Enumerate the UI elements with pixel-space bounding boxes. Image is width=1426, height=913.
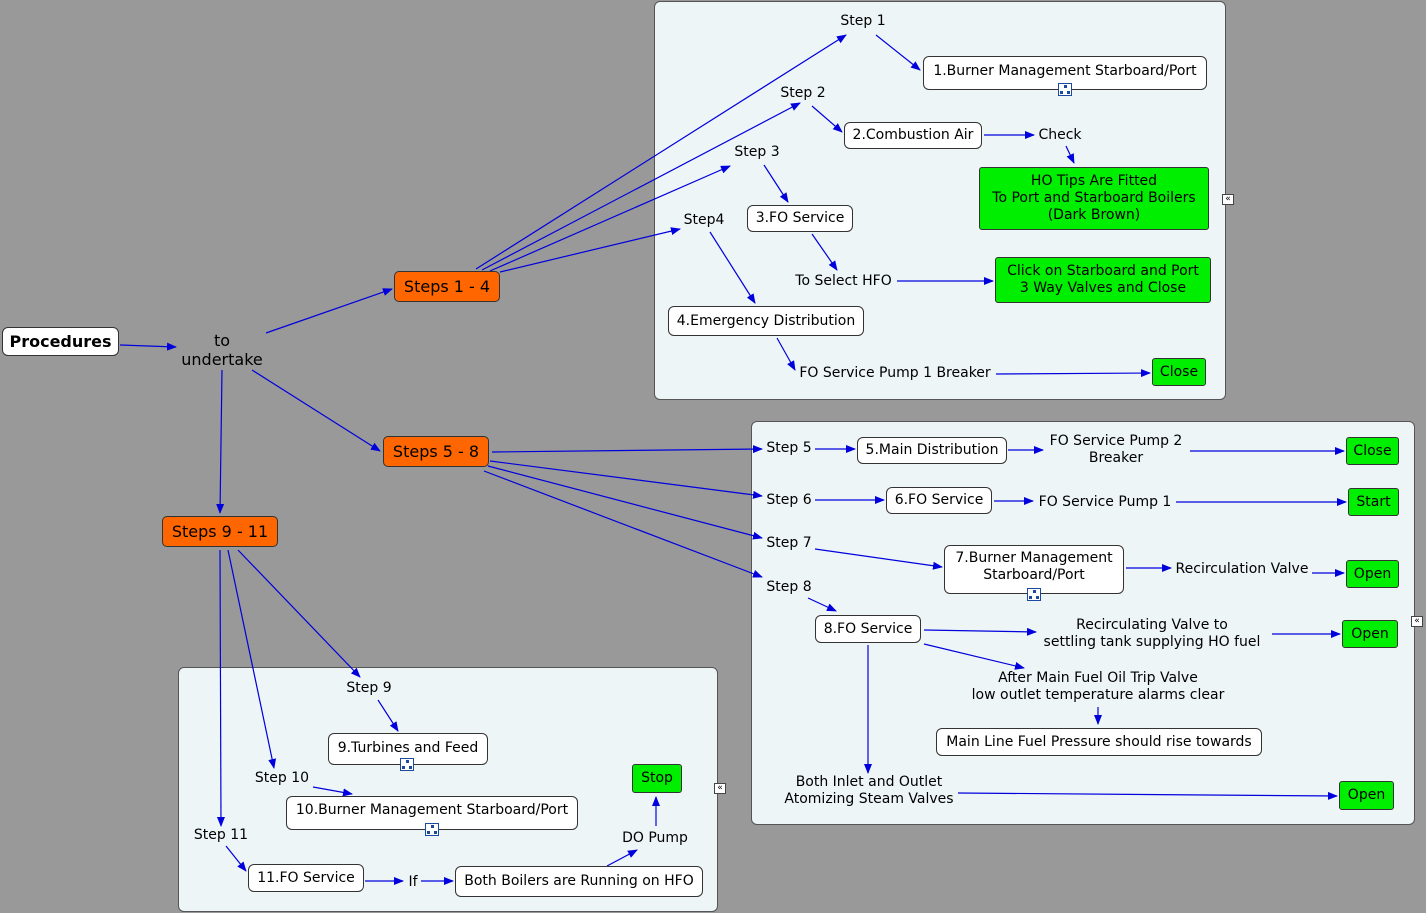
close-1-node[interactable]: Close bbox=[1152, 358, 1206, 386]
burner-management-7-node[interactable]: 7.Burner Management Starboard/Port bbox=[944, 545, 1124, 594]
do-pump-label: DO Pump bbox=[622, 829, 688, 846]
step-10-label: Step 10 bbox=[254, 769, 310, 786]
both-boilers-node[interactable]: Both Boilers are Running on HFO bbox=[455, 866, 703, 897]
atomizing-steam-label: Both Inlet and Outlet Atomizing Steam Va… bbox=[784, 774, 954, 807]
click-starboard-node[interactable]: Click on Starboard and Port 3 Way Valves… bbox=[995, 257, 1211, 303]
ho-tips-node[interactable]: HO Tips Are Fitted To Port and Starboard… bbox=[979, 167, 1209, 230]
fo-pump-1-label: FO Service Pump 1 bbox=[1038, 493, 1172, 510]
step-8-label: Step 8 bbox=[766, 578, 812, 595]
combustion-air-node[interactable]: 2.Combustion Air bbox=[844, 122, 982, 149]
fo-service-8-node[interactable]: 8.FO Service bbox=[815, 615, 921, 643]
check-label: Check bbox=[1038, 126, 1082, 143]
to-undertake-label: to undertake bbox=[181, 331, 263, 369]
fo-service-11-node[interactable]: 11.FO Service bbox=[248, 864, 364, 892]
link-steps58-step6 bbox=[489, 460, 763, 499]
main-line-pressure-node[interactable]: Main Line Fuel Pressure should rise towa… bbox=[936, 728, 1262, 756]
link-steps14-step4 bbox=[499, 227, 681, 273]
emergency-distribution-node[interactable]: 4.Emergency Distribution bbox=[668, 306, 864, 336]
link-steps58-step7 bbox=[487, 465, 763, 540]
recirculating-valve-settling-label: Recirculating Valve to settling tank sup… bbox=[1043, 617, 1261, 650]
link-undertake-steps14 bbox=[265, 288, 393, 334]
fo-pump-2-breaker-label: FO Service Pump 2 Breaker bbox=[1049, 433, 1183, 466]
stop-node[interactable]: Stop bbox=[632, 764, 682, 793]
recirculation-valve-label: Recirculation Valve bbox=[1175, 560, 1309, 577]
collapse-icon-1[interactable]: « bbox=[1222, 194, 1234, 205]
steps-9-11-node[interactable]: Steps 9 - 11 bbox=[162, 516, 278, 547]
map-link-icon[interactable] bbox=[425, 823, 439, 836]
link-procedures-undertake bbox=[119, 342, 177, 351]
start-node[interactable]: Start bbox=[1348, 488, 1399, 516]
open-2-node[interactable]: Open bbox=[1342, 620, 1398, 648]
map-link-icon[interactable] bbox=[1027, 588, 1041, 601]
to-select-hfo-label: To Select HFO bbox=[795, 272, 892, 289]
link-undertake-steps58 bbox=[251, 369, 381, 452]
step-7-label: Step 7 bbox=[766, 534, 812, 551]
open-3-node[interactable]: Open bbox=[1339, 781, 1394, 810]
main-distribution-node[interactable]: 5.Main Distribution bbox=[857, 437, 1007, 464]
map-link-icon[interactable] bbox=[400, 758, 414, 771]
open-1-node[interactable]: Open bbox=[1346, 560, 1399, 588]
if-label: If bbox=[408, 873, 418, 890]
step-3-label: Step 3 bbox=[734, 143, 780, 160]
fo-pump-1-breaker-label: FO Service Pump 1 Breaker bbox=[799, 364, 991, 381]
step-2-label: Step 2 bbox=[780, 84, 826, 101]
fo-service-3-node[interactable]: 3.FO Service bbox=[747, 205, 853, 232]
steps-5-8-node[interactable]: Steps 5 - 8 bbox=[383, 436, 489, 467]
procedures-node[interactable]: Procedures bbox=[2, 327, 119, 356]
link-steps911-step9 bbox=[237, 549, 361, 678]
step-1-label: Step 1 bbox=[840, 12, 886, 29]
step-9-label: Step 9 bbox=[346, 679, 392, 696]
collapse-icon-2[interactable]: « bbox=[1411, 616, 1423, 627]
step-11-label: Step 11 bbox=[193, 826, 249, 843]
steps-1-4-node[interactable]: Steps 1 - 4 bbox=[394, 271, 500, 302]
close-2-node[interactable]: Close bbox=[1346, 437, 1399, 465]
link-steps58-step5 bbox=[491, 445, 763, 454]
map-link-icon[interactable] bbox=[1058, 83, 1072, 96]
link-steps58-step8 bbox=[483, 470, 763, 578]
fo-service-6-node[interactable]: 6.FO Service bbox=[886, 487, 992, 514]
link-undertake-steps911 bbox=[216, 369, 225, 514]
collapse-icon-3[interactable]: « bbox=[714, 783, 726, 794]
step-5-label: Step 5 bbox=[766, 439, 812, 456]
after-main-trip-label: After Main Fuel Oil Trip Valve low outle… bbox=[971, 670, 1225, 703]
step-4-label: Step4 bbox=[683, 211, 725, 228]
step-6-label: Step 6 bbox=[766, 491, 812, 508]
